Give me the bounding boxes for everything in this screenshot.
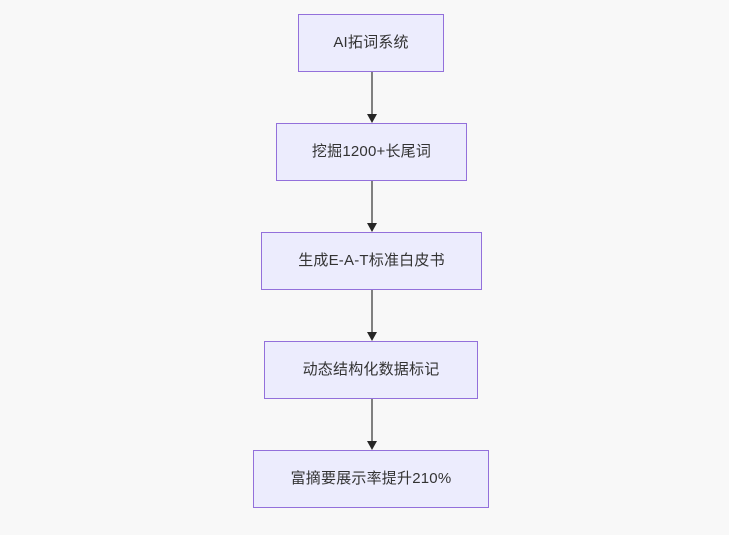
flow-node[interactable]: 生成E-A-T标准白皮书 (261, 232, 482, 290)
arrow-head-icon (367, 223, 377, 232)
flow-node-label: 生成E-A-T标准白皮书 (298, 252, 445, 269)
flow-node-label: AI拓词系统 (333, 34, 409, 51)
edge-line (371, 290, 373, 334)
flow-node-label: 动态结构化数据标记 (302, 361, 440, 378)
flow-node[interactable]: 动态结构化数据标记 (264, 341, 478, 399)
flow-edge (367, 290, 377, 341)
flow-node[interactable]: 富摘要展示率提升210% (253, 450, 489, 508)
flow-node-label: 富摘要展示率提升210% (290, 470, 452, 487)
flow-node-label: 挖掘1200+长尾词 (311, 143, 432, 160)
flow-edge (367, 181, 377, 232)
arrow-head-icon (367, 332, 377, 341)
edge-line (371, 72, 373, 116)
flow-node[interactable]: 挖掘1200+长尾词 (276, 123, 467, 181)
edge-line (371, 399, 373, 443)
arrow-head-icon (367, 441, 377, 450)
flow-node[interactable]: AI拓词系统 (298, 14, 444, 72)
flow-edge (367, 72, 377, 123)
flow-edge (367, 399, 377, 450)
arrow-head-icon (367, 114, 377, 123)
edge-line (371, 181, 373, 225)
